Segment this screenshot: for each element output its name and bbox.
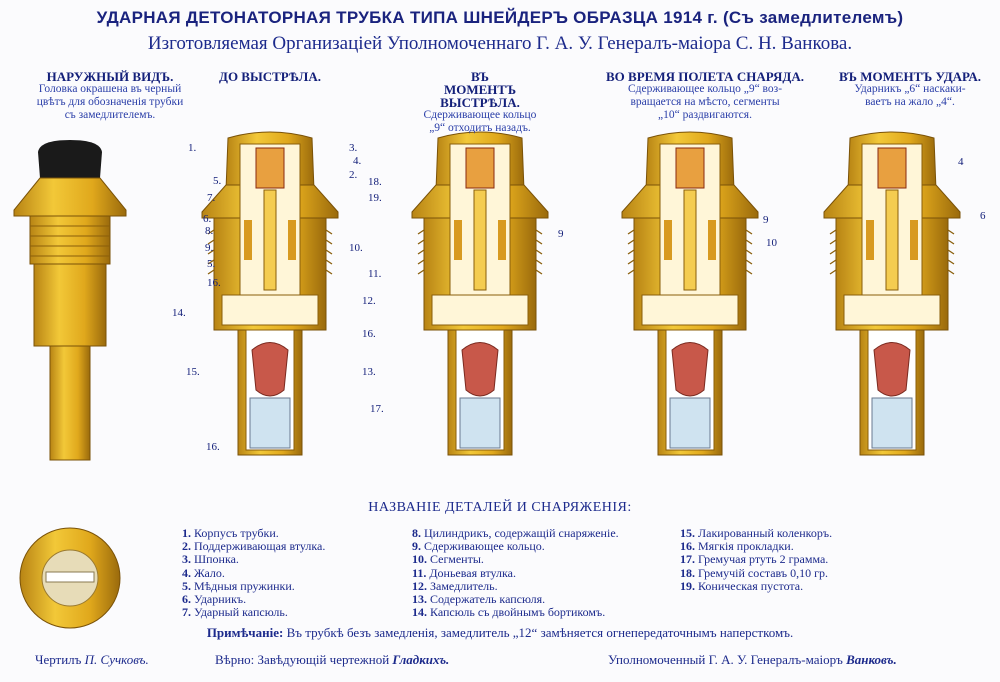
note-label: Примѣчанiе:: [206, 625, 284, 640]
callout-before-left: 14.: [172, 307, 186, 319]
callout-before-right: 19.: [368, 192, 382, 204]
legend-item: 18. Гремучiй составъ 0,10 гр.: [680, 565, 829, 580]
legend-item: 9. Сдерживающее кольцо.: [412, 539, 545, 554]
view-impact: ВЪ МОМЕНТЪ УДАРА.Ударникъ „6“ наскаки-ва…: [839, 69, 981, 108]
legend-item: 15. Лакированный коленкоръ.: [680, 526, 833, 540]
callout-before-right: 10.: [349, 242, 363, 254]
legend-item: 12. Замедлитель.: [412, 578, 498, 593]
legend-item: 6. Ударникъ.: [182, 592, 247, 607]
callout-flight: 10: [766, 237, 777, 249]
legend-column-2: 8. Цилиндрикъ, содержащiй снаряженiе.9. …: [412, 526, 619, 620]
plate-subtitle: Изготовляемая Организацiей Уполномоченна…: [147, 33, 853, 54]
note-text: Въ трубкѣ безъ замедленiя, замедлитель „…: [286, 625, 794, 640]
callout-firing: 9: [558, 228, 564, 240]
callout-before-right: 11.: [368, 268, 382, 280]
callout-before-right: 3.: [349, 142, 358, 154]
view-external: НАРУЖНЫЙ ВИДЪ.Головка окрашена въ черный…: [36, 69, 184, 121]
callout-before-right: 17.: [370, 403, 384, 415]
callout-impact: 6: [980, 210, 986, 222]
callout-before-left: 8.: [205, 225, 214, 237]
callout-before-right: 2.: [349, 169, 358, 181]
callout-before-left: 6.: [203, 213, 212, 225]
footer-authorized: Уполномоченный Г. А. У. Генералъ-маiоръ …: [608, 652, 897, 667]
callout-before-right: 13.: [362, 366, 376, 378]
legend-item: 14. Капсюль съ двойнымъ бортикомъ.: [412, 605, 606, 620]
legend-item: 1. Корпусъ трубки.: [182, 526, 279, 540]
impact-drawing: [823, 131, 961, 456]
legend-item: 13. Содержатель капсюля.: [412, 592, 546, 607]
view-firing: ВЪ МОМЕНТЪ ВЫСТРѢЛА.Сдерживающее кольцо„…: [423, 69, 537, 134]
before-firing-drawing: [201, 131, 339, 456]
callout-impact: 4: [958, 156, 964, 168]
view-flight: ВО ВРЕМЯ ПОЛЕТА СНАРЯДА.Сдерживающее кол…: [606, 69, 804, 121]
callout-before-left: 15.: [186, 366, 200, 378]
legend-item: 5. Мѣдныя пружинки.: [182, 578, 295, 593]
legend-item: 3. Шпонка.: [182, 552, 239, 567]
callout-flight: 9: [763, 214, 769, 226]
legend-title: НАЗВАНIЕ ДЕТАЛЕЙ И СНАРЯЖЕНIЯ:: [368, 500, 632, 515]
legend-item: 10. Сегменты.: [412, 552, 484, 567]
footer-verified: Вѣрно: Завѣдующiй чертежной Гладкихъ.: [215, 652, 450, 667]
callout-before-left: 1.: [188, 142, 197, 154]
callout-before-left: 5.: [207, 258, 216, 270]
legend-item: 16. Мягкiя прокладки.: [680, 539, 794, 554]
note: Примѣчанiе: Въ трубкѣ безъ замедленiя, з…: [0, 625, 1000, 641]
legend-item: 11. Доньевая втулка.: [412, 565, 516, 580]
legend-item: 4. Жало.: [182, 565, 225, 580]
callout-before-left: 5.: [213, 175, 222, 187]
external-view-drawing: [13, 140, 127, 629]
firing-drawing: [411, 131, 549, 456]
callout-before-left: 9.: [205, 242, 214, 254]
plate-title: УДАРНАЯ ДЕТОНАТОРНАЯ ТРУБКА ТИПА ШНЕЙДЕР…: [96, 8, 904, 27]
callout-before-left: 16.: [207, 277, 221, 289]
callout-before-right: 18.: [368, 176, 382, 188]
callout-before-right: 12.: [362, 295, 376, 307]
legend-item: 2. Поддерживающая втулка.: [182, 539, 326, 554]
flight-drawing: [621, 131, 759, 456]
legend-item: 8. Цилиндрикъ, содержащiй снаряженiе.: [412, 526, 619, 540]
callout-before-left: 16.: [206, 441, 220, 453]
legend-item: 17. Гремучая ртуть 2 грамма.: [680, 552, 829, 567]
footer-drawn-by: Чертилъ П. Сучковъ.: [35, 652, 149, 667]
legend-column-3: 15. Лакированный коленкоръ.16. Мягкiя пр…: [680, 526, 833, 593]
legend-item: 19. Коническая пустота.: [680, 578, 804, 593]
callout-before-right: 4.: [353, 155, 362, 167]
view-before-firing: ДО ВЫСТРѢЛА.: [219, 69, 321, 84]
legend-column-1: 1. Корпусъ трубки.2. Поддерживающая втул…: [182, 526, 326, 620]
callout-before-left: 7.: [207, 192, 216, 204]
legend-item: 7. Ударный капсюль.: [182, 605, 288, 620]
callout-before-right: 16.: [362, 328, 376, 340]
